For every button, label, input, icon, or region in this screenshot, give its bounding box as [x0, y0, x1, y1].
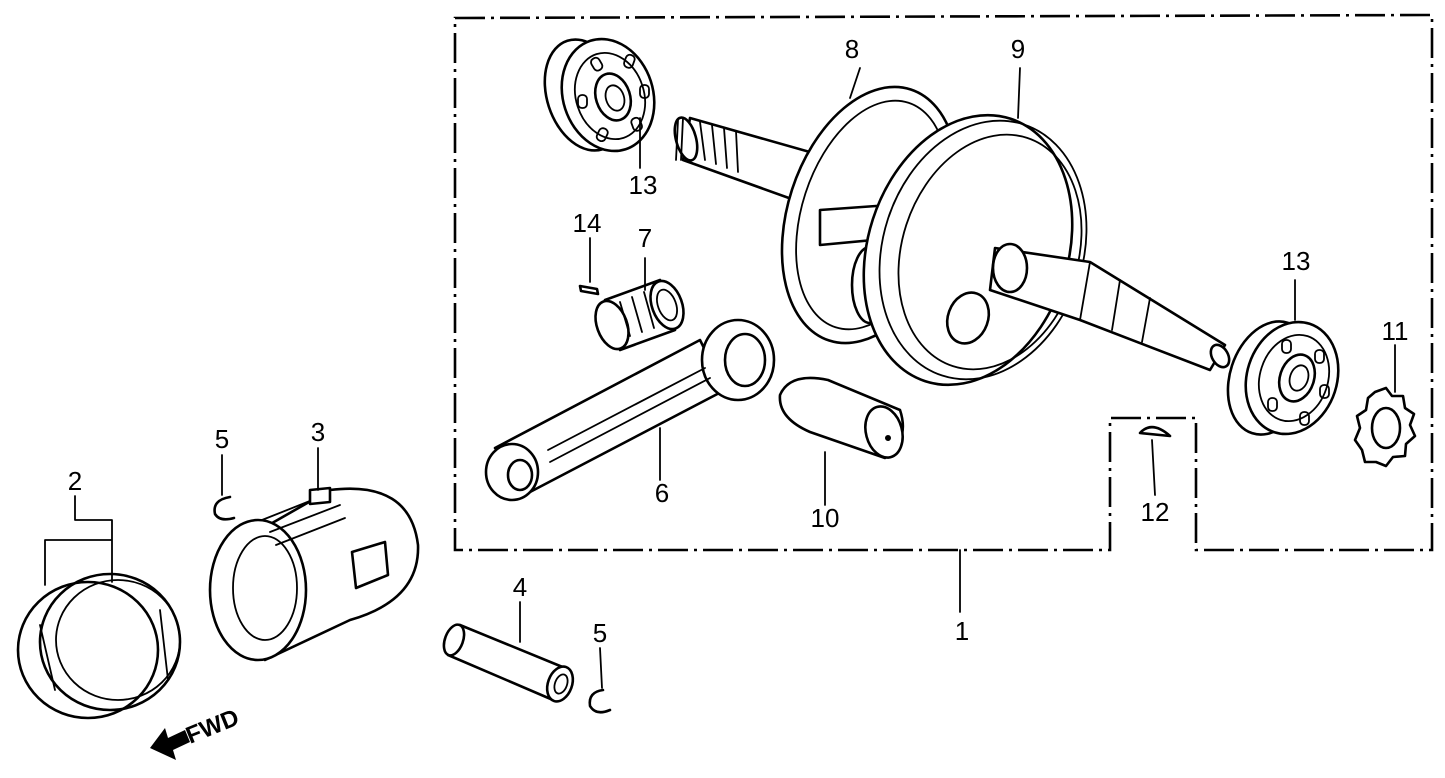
- callout-10: 10: [811, 503, 840, 533]
- callout-3: 3: [311, 417, 325, 447]
- circlip-bottom: [588, 688, 612, 714]
- callout-5-top: 5: [215, 424, 229, 454]
- crank-pin-key: [578, 284, 600, 296]
- leader-lines: [44, 67, 1396, 689]
- bearing-top: [543, 37, 656, 153]
- woodruff-key: [1138, 425, 1172, 438]
- callout-13-right: 13: [1282, 246, 1311, 276]
- piston-pin: [442, 623, 575, 703]
- callout-5-bottom: 5: [593, 618, 607, 648]
- crankshaft: [673, 85, 1231, 387]
- circlip-top: [213, 495, 236, 521]
- piston: [208, 486, 420, 662]
- callout-14: 14: [573, 208, 602, 238]
- crank-pin: [778, 376, 905, 460]
- callout-6: 6: [655, 478, 669, 508]
- callout-7: 7: [638, 223, 652, 253]
- connecting-rod: [484, 318, 776, 502]
- piston-rings: [16, 572, 182, 720]
- callout-13-top: 13: [629, 170, 658, 200]
- callout-8: 8: [845, 34, 859, 64]
- callout-12: 12: [1141, 497, 1170, 527]
- needle-bearing: [594, 278, 685, 352]
- forward-arrow-icon: [150, 728, 190, 760]
- crankshaft-assembly-boundary: [453, 13, 1434, 552]
- timing-gear: [1353, 386, 1417, 468]
- callout-9: 9: [1011, 34, 1025, 64]
- callout-4: 4: [513, 572, 527, 602]
- bearing-right: [1226, 320, 1340, 436]
- forward-direction-indicator: FWD: [150, 704, 243, 760]
- fwd-label: FWD: [182, 704, 243, 750]
- callout-11: 11: [1382, 316, 1409, 346]
- callout-1: 1: [955, 616, 969, 646]
- callout-2: 2: [68, 466, 82, 496]
